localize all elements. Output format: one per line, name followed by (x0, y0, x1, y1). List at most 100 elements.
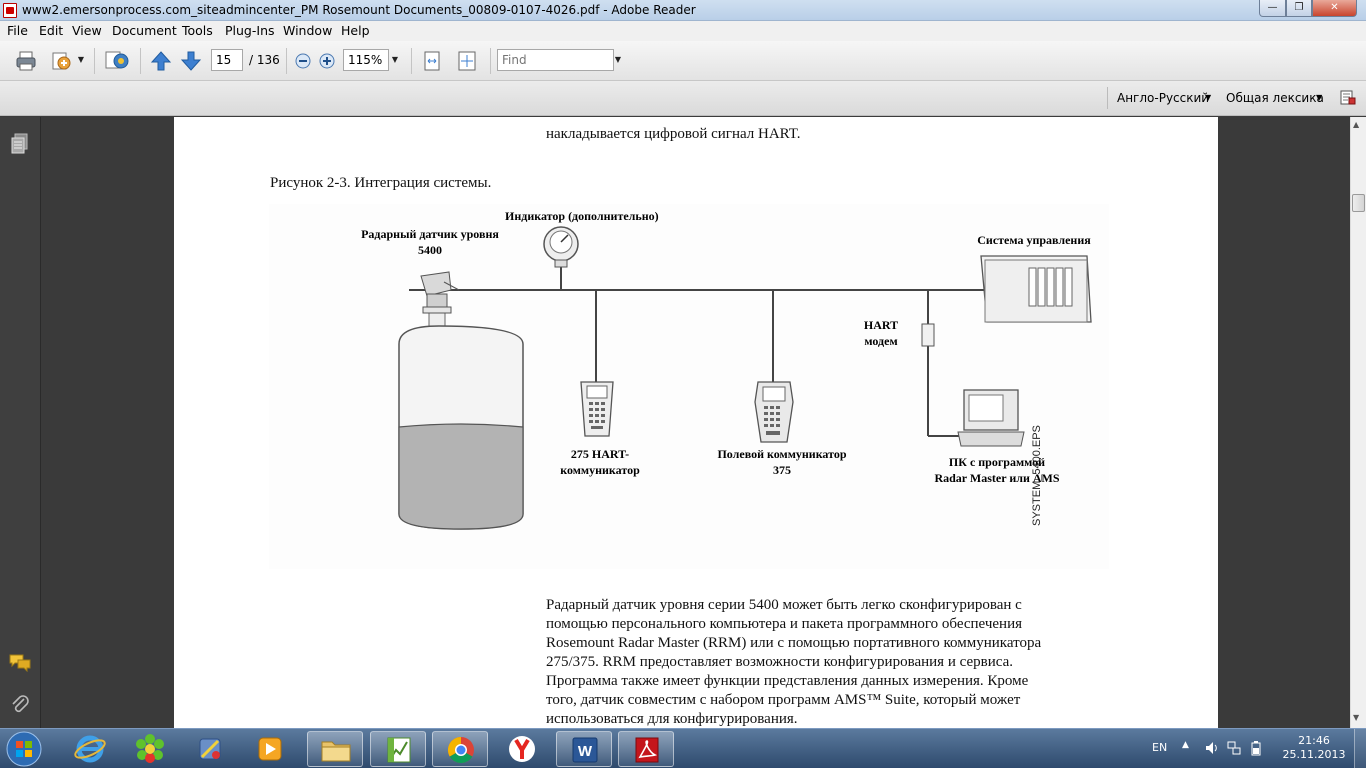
paragraph-line-1: Радарный датчик уровня серии 5400 может … (546, 597, 1022, 613)
show-desktop-button[interactable] (1354, 729, 1366, 768)
media-player-icon (258, 737, 282, 761)
lexicon-select[interactable]: Общая лексика (1226, 91, 1324, 105)
indicator-gauge (543, 226, 579, 268)
zoom-out-icon (295, 53, 311, 69)
next-page-button[interactable] (179, 49, 203, 73)
taskbar-word[interactable]: W (556, 731, 612, 767)
label-sensor-line1: Радарный датчик уровня (361, 227, 499, 241)
internet-explorer-icon (74, 735, 106, 763)
page-number-input[interactable]: 15 (211, 49, 243, 71)
scroll-down-arrow[interactable]: ▼ (1353, 713, 1360, 722)
comments-icon (9, 654, 31, 673)
battery-icon[interactable] (1248, 739, 1264, 757)
taskbar-app-tools[interactable] (182, 731, 238, 767)
menu-file[interactable]: File (7, 23, 28, 38)
folder-icon (321, 741, 351, 762)
taskbar-media-player[interactable] (242, 731, 298, 767)
fit-page-button[interactable] (420, 49, 444, 73)
menu-view[interactable]: View (72, 23, 102, 38)
taskbar-internet-explorer[interactable] (62, 731, 118, 767)
paragraph-line-2: помощью персонального компьютера и пакет… (546, 616, 1023, 632)
adobe-pdf-icon (635, 737, 659, 763)
share-button[interactable] (50, 49, 74, 73)
diagram-drawing (398, 226, 1092, 530)
label-sensor-line2: 5400 (418, 243, 442, 257)
collaborate-icon (105, 51, 129, 69)
lexicon-dropdown-arrow[interactable]: ▼ (1316, 93, 1323, 102)
menu-window[interactable]: Window (283, 23, 333, 38)
zoom-in-button[interactable] (318, 49, 336, 73)
find-input[interactable] (497, 49, 614, 71)
arrow-up-icon (150, 51, 172, 71)
system-integration-diagram: Индикатор (дополнительно) Радарный датчи… (269, 204, 1109, 569)
menu-plugins[interactable]: Plug-Ins (225, 23, 275, 38)
close-button[interactable]: ✕ (1312, 0, 1357, 17)
document-area[interactable]: накладывается цифровой сигнал HART. Рису… (41, 117, 1350, 728)
word-icon: W (572, 737, 598, 763)
hart-modem-device (921, 323, 935, 347)
taskbar-chrome[interactable] (432, 731, 488, 767)
previous-page-button[interactable] (149, 49, 173, 73)
dictionary-dropdown-arrow[interactable]: ▼ (1205, 93, 1212, 102)
main-toolbar: ▼ 15 / 136 115% ▼ ▼ (0, 41, 1366, 81)
taskbar-chart-app[interactable] (370, 731, 426, 767)
maximize-button[interactable]: ❐ (1286, 0, 1312, 17)
zoom-out-button[interactable] (294, 49, 312, 73)
find-dropdown-arrow[interactable]: ▼ (614, 55, 622, 64)
menu-bar: File Edit View Document Tools Plug-Ins W… (0, 21, 1366, 41)
tray-expand-arrow[interactable]: ▲ (1182, 740, 1189, 750)
comments-panel-button[interactable] (8, 652, 32, 673)
zoom-level-select[interactable]: 115% (343, 49, 389, 71)
paragraph-line-7: использоваться для конфигурирования. (546, 711, 798, 727)
fit-page-icon (424, 51, 440, 71)
vertical-scrollbar[interactable]: ▲ ▼ (1350, 117, 1366, 728)
window-title: www2.emersonprocess.com_siteadmincenter_… (22, 3, 696, 17)
taskbar-adobe-reader[interactable] (618, 731, 674, 767)
menu-tools[interactable]: Tools (182, 23, 213, 38)
translate-button[interactable] (1340, 90, 1356, 106)
menu-document[interactable]: Document (112, 23, 177, 38)
label-comm375-line2: 375 (773, 463, 791, 477)
navigation-panel (0, 117, 41, 728)
label-control-system: Система управления (977, 233, 1091, 247)
share-dropdown-arrow[interactable]: ▼ (77, 55, 85, 64)
network-icon[interactable] (1226, 739, 1242, 757)
menu-edit[interactable]: Edit (39, 23, 64, 38)
clock-time: 21:46 (1298, 734, 1330, 747)
tools-icon (199, 738, 221, 760)
attachments-panel-button[interactable] (10, 693, 30, 715)
tank-shape (398, 311, 524, 530)
taskbar-icq[interactable] (122, 731, 178, 767)
scrollbar-thumb[interactable] (1352, 194, 1365, 212)
menu-help[interactable]: Help (341, 23, 370, 38)
chart-app-icon (387, 737, 411, 763)
fit-width-button[interactable] (455, 49, 479, 73)
collaborate-button[interactable] (104, 49, 129, 73)
radar-sensor-head (420, 271, 460, 314)
paragraph-line-4: 275/375. RRM предоставляет возможности к… (546, 654, 1013, 670)
minimize-button[interactable]: — (1259, 0, 1286, 17)
label-hart-line1: HART (863, 318, 899, 332)
language-indicator[interactable]: EN (1152, 741, 1168, 754)
yandex-icon (509, 736, 535, 762)
dictionary-select[interactable]: Англо-Русский (1117, 91, 1210, 105)
paragraph-line-5: Программа также имеет функции представле… (546, 673, 1029, 689)
print-button[interactable] (14, 49, 38, 73)
label-comm275-line2: коммуникатор (560, 463, 640, 477)
windows-logo-icon (6, 731, 42, 767)
label-comm375-line1: Полевой коммуникатор (717, 447, 847, 461)
taskbar-yandex[interactable] (494, 731, 550, 767)
pages-panel-button[interactable] (10, 133, 30, 155)
taskbar-file-explorer[interactable] (307, 731, 363, 767)
title-bar: www2.emersonprocess.com_siteadmincenter_… (0, 0, 1366, 21)
zoom-dropdown-arrow[interactable]: ▼ (391, 55, 399, 64)
system-clock[interactable]: 21:46 25.11.2013 (1282, 734, 1346, 762)
scroll-up-arrow[interactable]: ▲ (1353, 120, 1360, 129)
pages-icon (11, 133, 28, 154)
volume-icon[interactable] (1204, 739, 1220, 757)
figure-caption: Рисунок 2-3. Интеграция системы. (270, 175, 492, 191)
start-button[interactable] (4, 730, 44, 768)
laptop-pc (957, 389, 1025, 447)
share-icon (52, 52, 71, 70)
zoom-in-icon (319, 53, 335, 69)
